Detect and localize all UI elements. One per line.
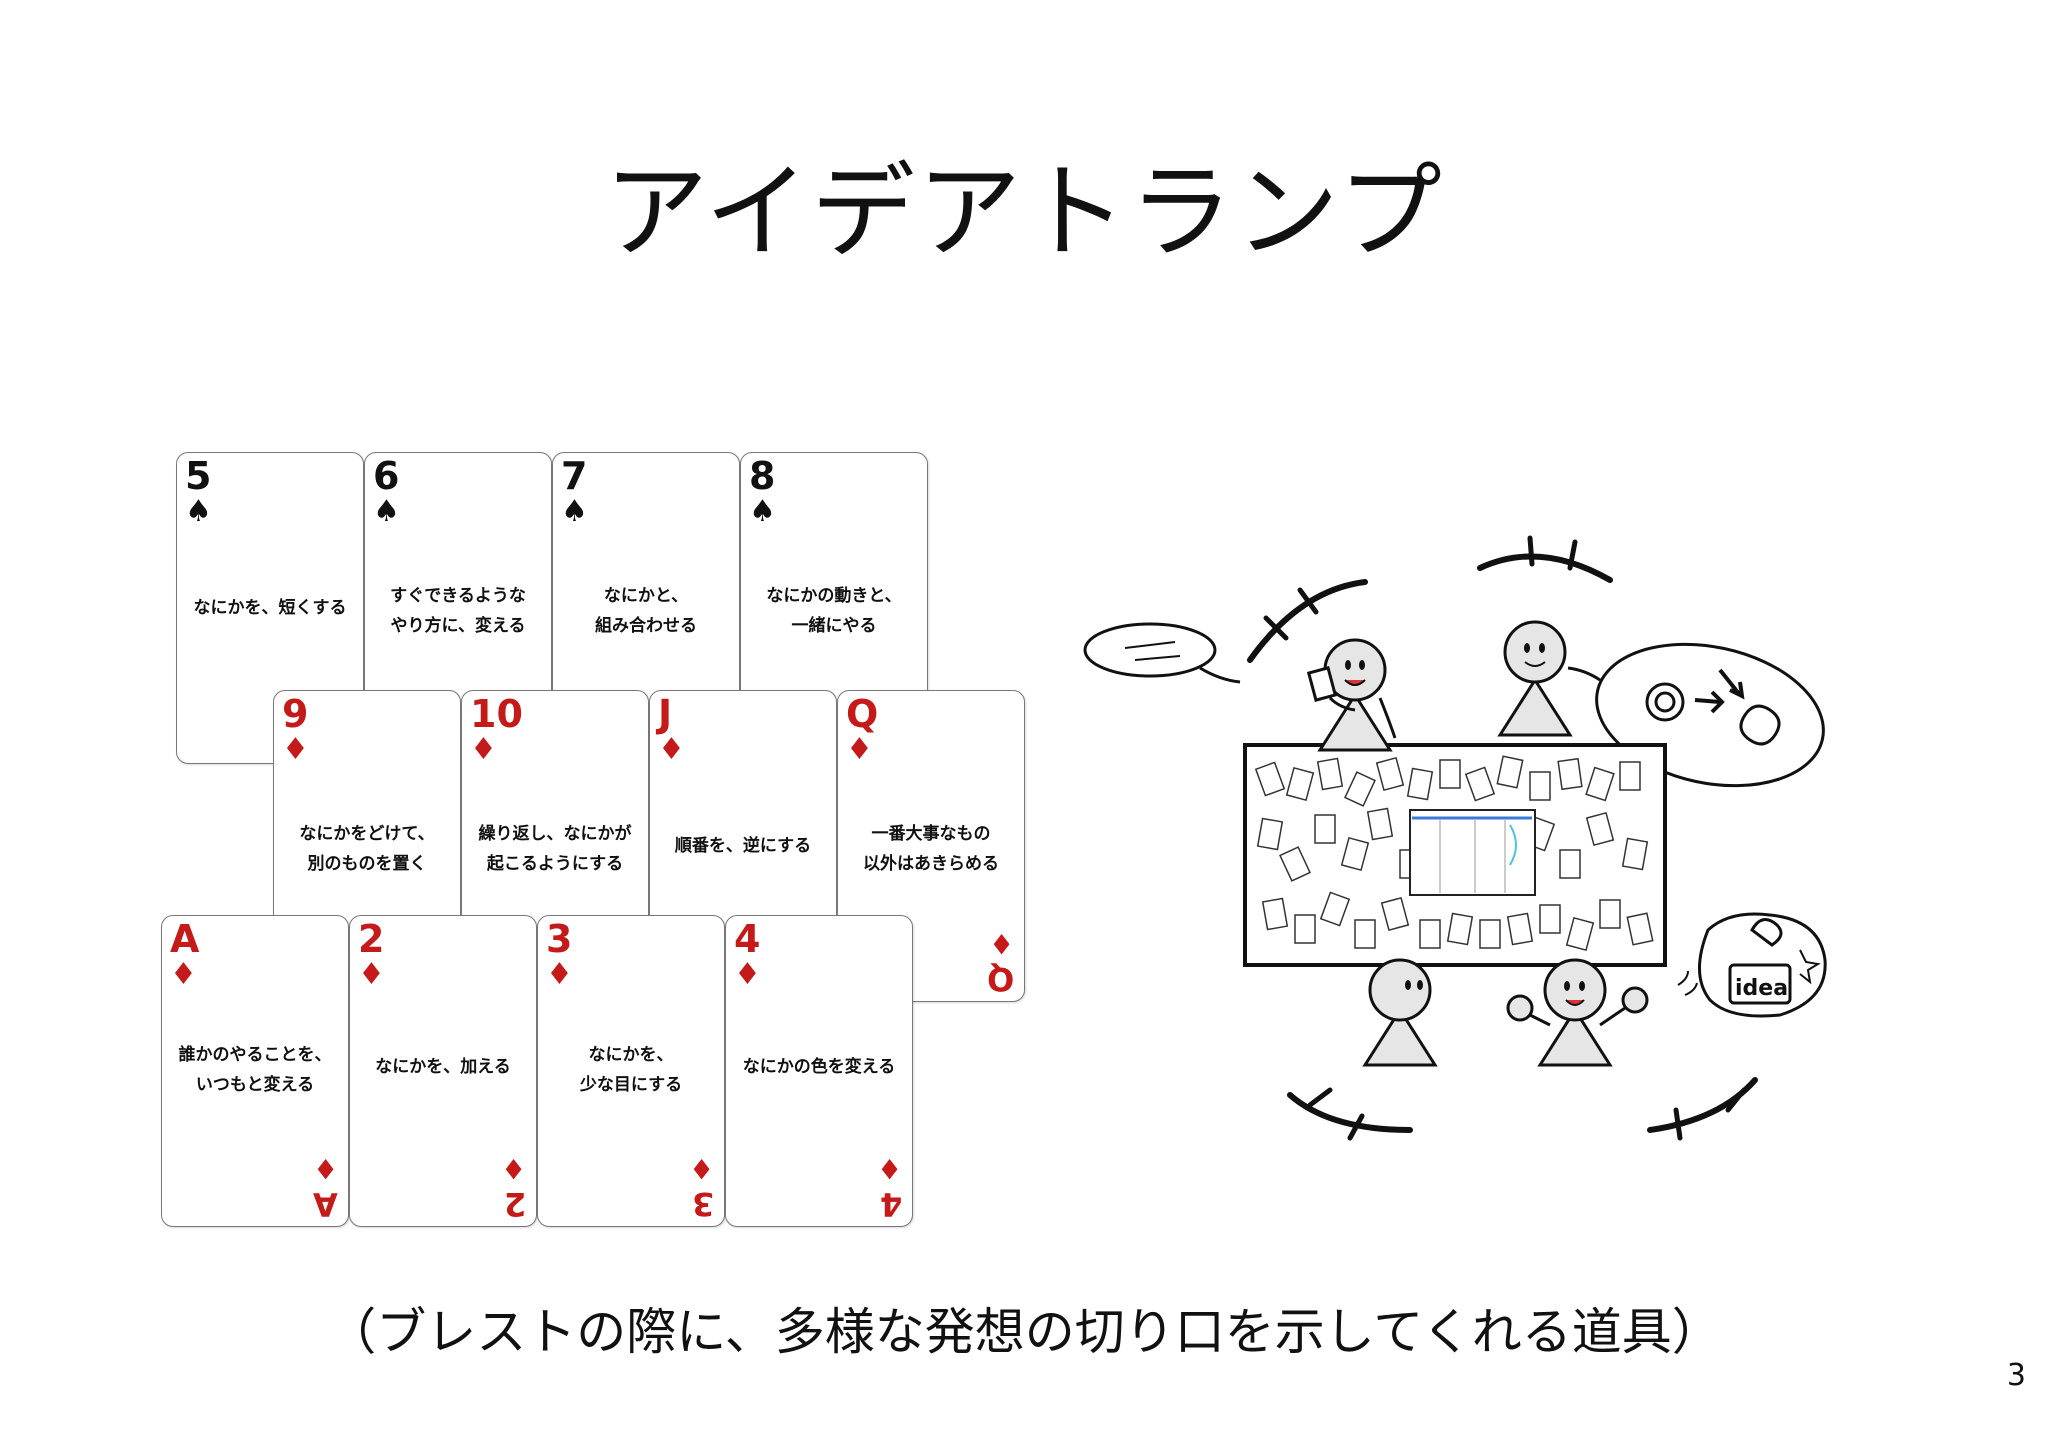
card-text: なにかを、短くする [193,598,347,618]
spade-icon: ♠ [561,494,588,529]
card-rank: 6 [373,454,400,498]
brainstorm-table-illustration: idea [1083,535,1827,1141]
card-diamond-3: 3 ♦ なにかを、 少な目にする ♦ 3 [537,915,725,1227]
card-text: なにかと、 組み合わせる [595,586,697,636]
diamond-icon: ♦ [500,1152,526,1185]
mouth [1524,661,1546,667]
spade-icon: ♠ [749,494,776,529]
idea-bubble-icon [1677,912,1827,1018]
card-rank-inverted: 2 [503,1185,526,1223]
card-text: なにかをどけて、 別のものを置く [299,824,435,874]
card-text: 順番を、逆にする [674,836,812,856]
diamond-icon: ♦ [688,1152,714,1185]
face-features [1524,643,1545,653]
card-rank: 10 [470,692,523,736]
diamond-icon: ♦ [846,732,873,767]
card-rank: Q [846,692,879,736]
mouth [1344,679,1366,686]
card-text: なにかを、加える [375,1057,511,1077]
cards-on-table [1254,755,1654,952]
page-number: 3 [2006,1358,2026,1393]
card-rank: 5 [185,454,212,498]
card-rank: J [658,692,673,736]
card-rank-inverted: 3 [691,1185,714,1223]
face-features [1405,980,1423,990]
idea-label: idea [1735,976,1788,1001]
slide-title: アイデアトランプ [604,151,1444,273]
face-features [1345,660,1365,670]
diamond-icon: ♦ [876,1152,902,1185]
card-rank: 3 [546,917,573,961]
motion-arcs [1247,535,1758,1141]
card-text: なにかの動きと、 一緒にやる [766,586,902,636]
person-top-center [1497,620,1573,737]
card-rank-inverted: 4 [879,1185,902,1223]
person-bottom-right [1506,958,1649,1067]
mouth [1565,999,1585,1006]
diamond-icon: ♦ [358,957,385,992]
spade-icon: ♠ [373,494,400,529]
diamond-icon: ♦ [734,957,761,992]
diamond-icon: ♦ [470,732,497,767]
diamond-icon: ♦ [282,732,309,767]
diamond-icon: ♦ [988,927,1014,960]
card-rank: 2 [358,917,385,961]
card-rank: A [170,917,200,961]
diamond-icon: ♦ [546,957,573,992]
card-rank: 7 [561,454,588,498]
card-text: すぐできるような やり方に、変える [390,586,526,636]
card-rank: 4 [734,917,761,961]
card-rank: 8 [749,454,776,498]
card-diamond-4: 4 ♦ なにかの色を変える ♦ 4 [725,915,913,1227]
card-text: なにかを、 少な目にする [579,1045,683,1095]
thought-bubble-icon [1567,642,1825,788]
card-text: 繰り返し、なにかが 起こるようにする [478,824,632,874]
card-text: 一番大事なもの 以外はあきらめる [863,824,999,874]
slide-caption: （ブレストの際に、多様な発想の切り口を示してくれる道具） [326,1303,1722,1361]
card-diamond-2: 2 ♦ なにかを、加える ♦ 2 [349,915,537,1227]
card-rank-inverted: A [313,1185,338,1223]
summary-sheet [1409,809,1536,896]
speech-bubble-icon [1083,622,1241,684]
spade-icon: ♠ [185,494,212,529]
face-features [1564,981,1585,991]
diamond-icon: ♦ [170,957,197,992]
diamond-icon: ♦ [658,732,685,767]
person-bottom-left [1362,958,1438,1067]
card-rank-inverted: Q [986,960,1014,998]
card-spade-5: 5 ♠ なにかを、短くする [176,452,364,764]
card-text: なにかの色を変える [742,1057,896,1077]
diamond-icon: ♦ [312,1152,338,1185]
person-top-left [1306,638,1397,752]
card-diamond-a: A ♦ 誰かのやることを、 いつもと変える ♦ A [161,915,349,1227]
card-rank: 9 [282,692,309,736]
card-text: 誰かのやることを、 いつもと変える [178,1045,332,1095]
